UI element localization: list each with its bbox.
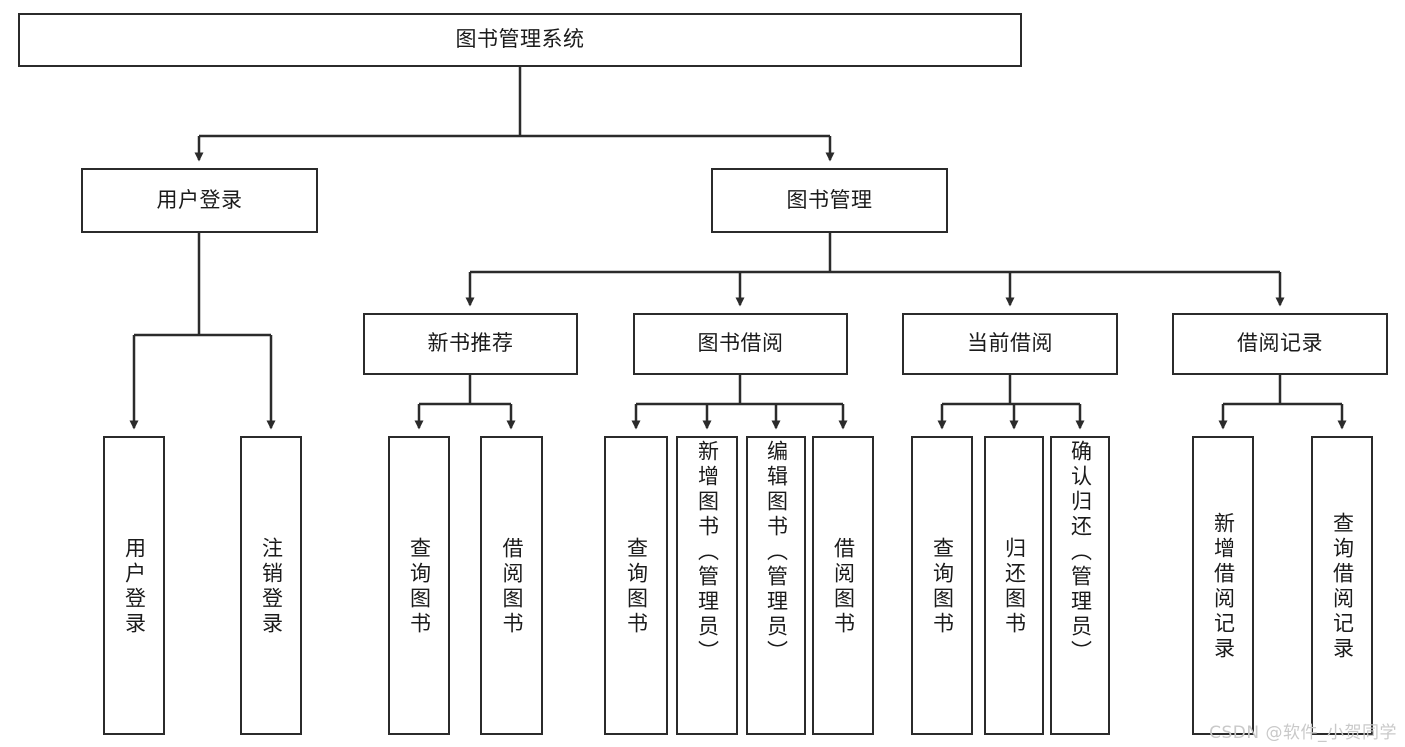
leaf-query-borrow-record[interactable]: 查询借阅记录 [1311,436,1373,735]
leaf-confirm-return-admin-label: 确认归还（管理员） [1068,440,1093,665]
node-new-book-recommend-label: 新书推荐 [427,331,514,356]
node-user-login[interactable]: 用户登录 [81,168,318,233]
leaf-edit-book-admin-label: 编辑图书（管理员） [764,440,789,665]
node-user-login-label: 用户登录 [156,187,243,212]
leaf-return-book[interactable]: 归还图书 [984,436,1044,735]
leaf-query-book-current[interactable]: 查询图书 [911,436,973,735]
leaf-return-book-label: 归还图书 [1002,536,1027,637]
leaf-query-borrow-record-label: 查询借阅记录 [1330,511,1355,662]
leaf-add-book-admin[interactable]: 新增图书（管理员） [676,436,738,735]
leaf-user-login[interactable]: 用户登录 [103,436,165,735]
leaf-add-book-admin-label: 新增图书（管理员） [695,440,720,665]
leaf-borrow-book[interactable]: 借阅图书 [812,436,874,735]
leaf-query-book-rec[interactable]: 查询图书 [388,436,450,735]
node-current-borrow-label: 当前借阅 [967,331,1053,356]
node-current-borrow[interactable]: 当前借阅 [902,313,1118,375]
leaf-edit-book-admin[interactable]: 编辑图书（管理员） [746,436,806,735]
leaf-query-book-borrow[interactable]: 查询图书 [604,436,668,735]
leaf-query-book-rec-label: 查询图书 [407,536,432,637]
node-new-book-recommend[interactable]: 新书推荐 [363,313,578,375]
leaf-query-book-current-label: 查询图书 [930,536,955,637]
leaf-add-borrow-record[interactable]: 新增借阅记录 [1192,436,1254,735]
leaf-borrow-book-rec[interactable]: 借阅图书 [480,436,543,735]
node-root[interactable]: 图书管理系统 [18,13,1022,67]
leaf-user-logout[interactable]: 注销登录 [240,436,302,735]
leaf-user-logout-label: 注销登录 [259,536,284,637]
node-borrow-record-label: 借阅记录 [1237,331,1323,356]
node-root-label: 图书管理系统 [455,27,585,52]
node-book-manage[interactable]: 图书管理 [711,168,948,233]
node-borrow-record[interactable]: 借阅记录 [1172,313,1388,375]
leaf-user-login-label: 用户登录 [122,536,147,637]
node-book-borrow[interactable]: 图书借阅 [633,313,848,375]
leaf-add-borrow-record-label: 新增借阅记录 [1211,511,1236,662]
node-book-borrow-label: 图书借阅 [697,331,784,356]
leaf-borrow-book-label: 借阅图书 [831,536,856,637]
leaf-confirm-return-admin[interactable]: 确认归还（管理员） [1050,436,1110,735]
node-book-manage-label: 图书管理 [786,187,873,212]
leaf-borrow-book-rec-label: 借阅图书 [500,536,524,637]
leaf-query-book-borrow-label: 查询图书 [624,536,649,637]
